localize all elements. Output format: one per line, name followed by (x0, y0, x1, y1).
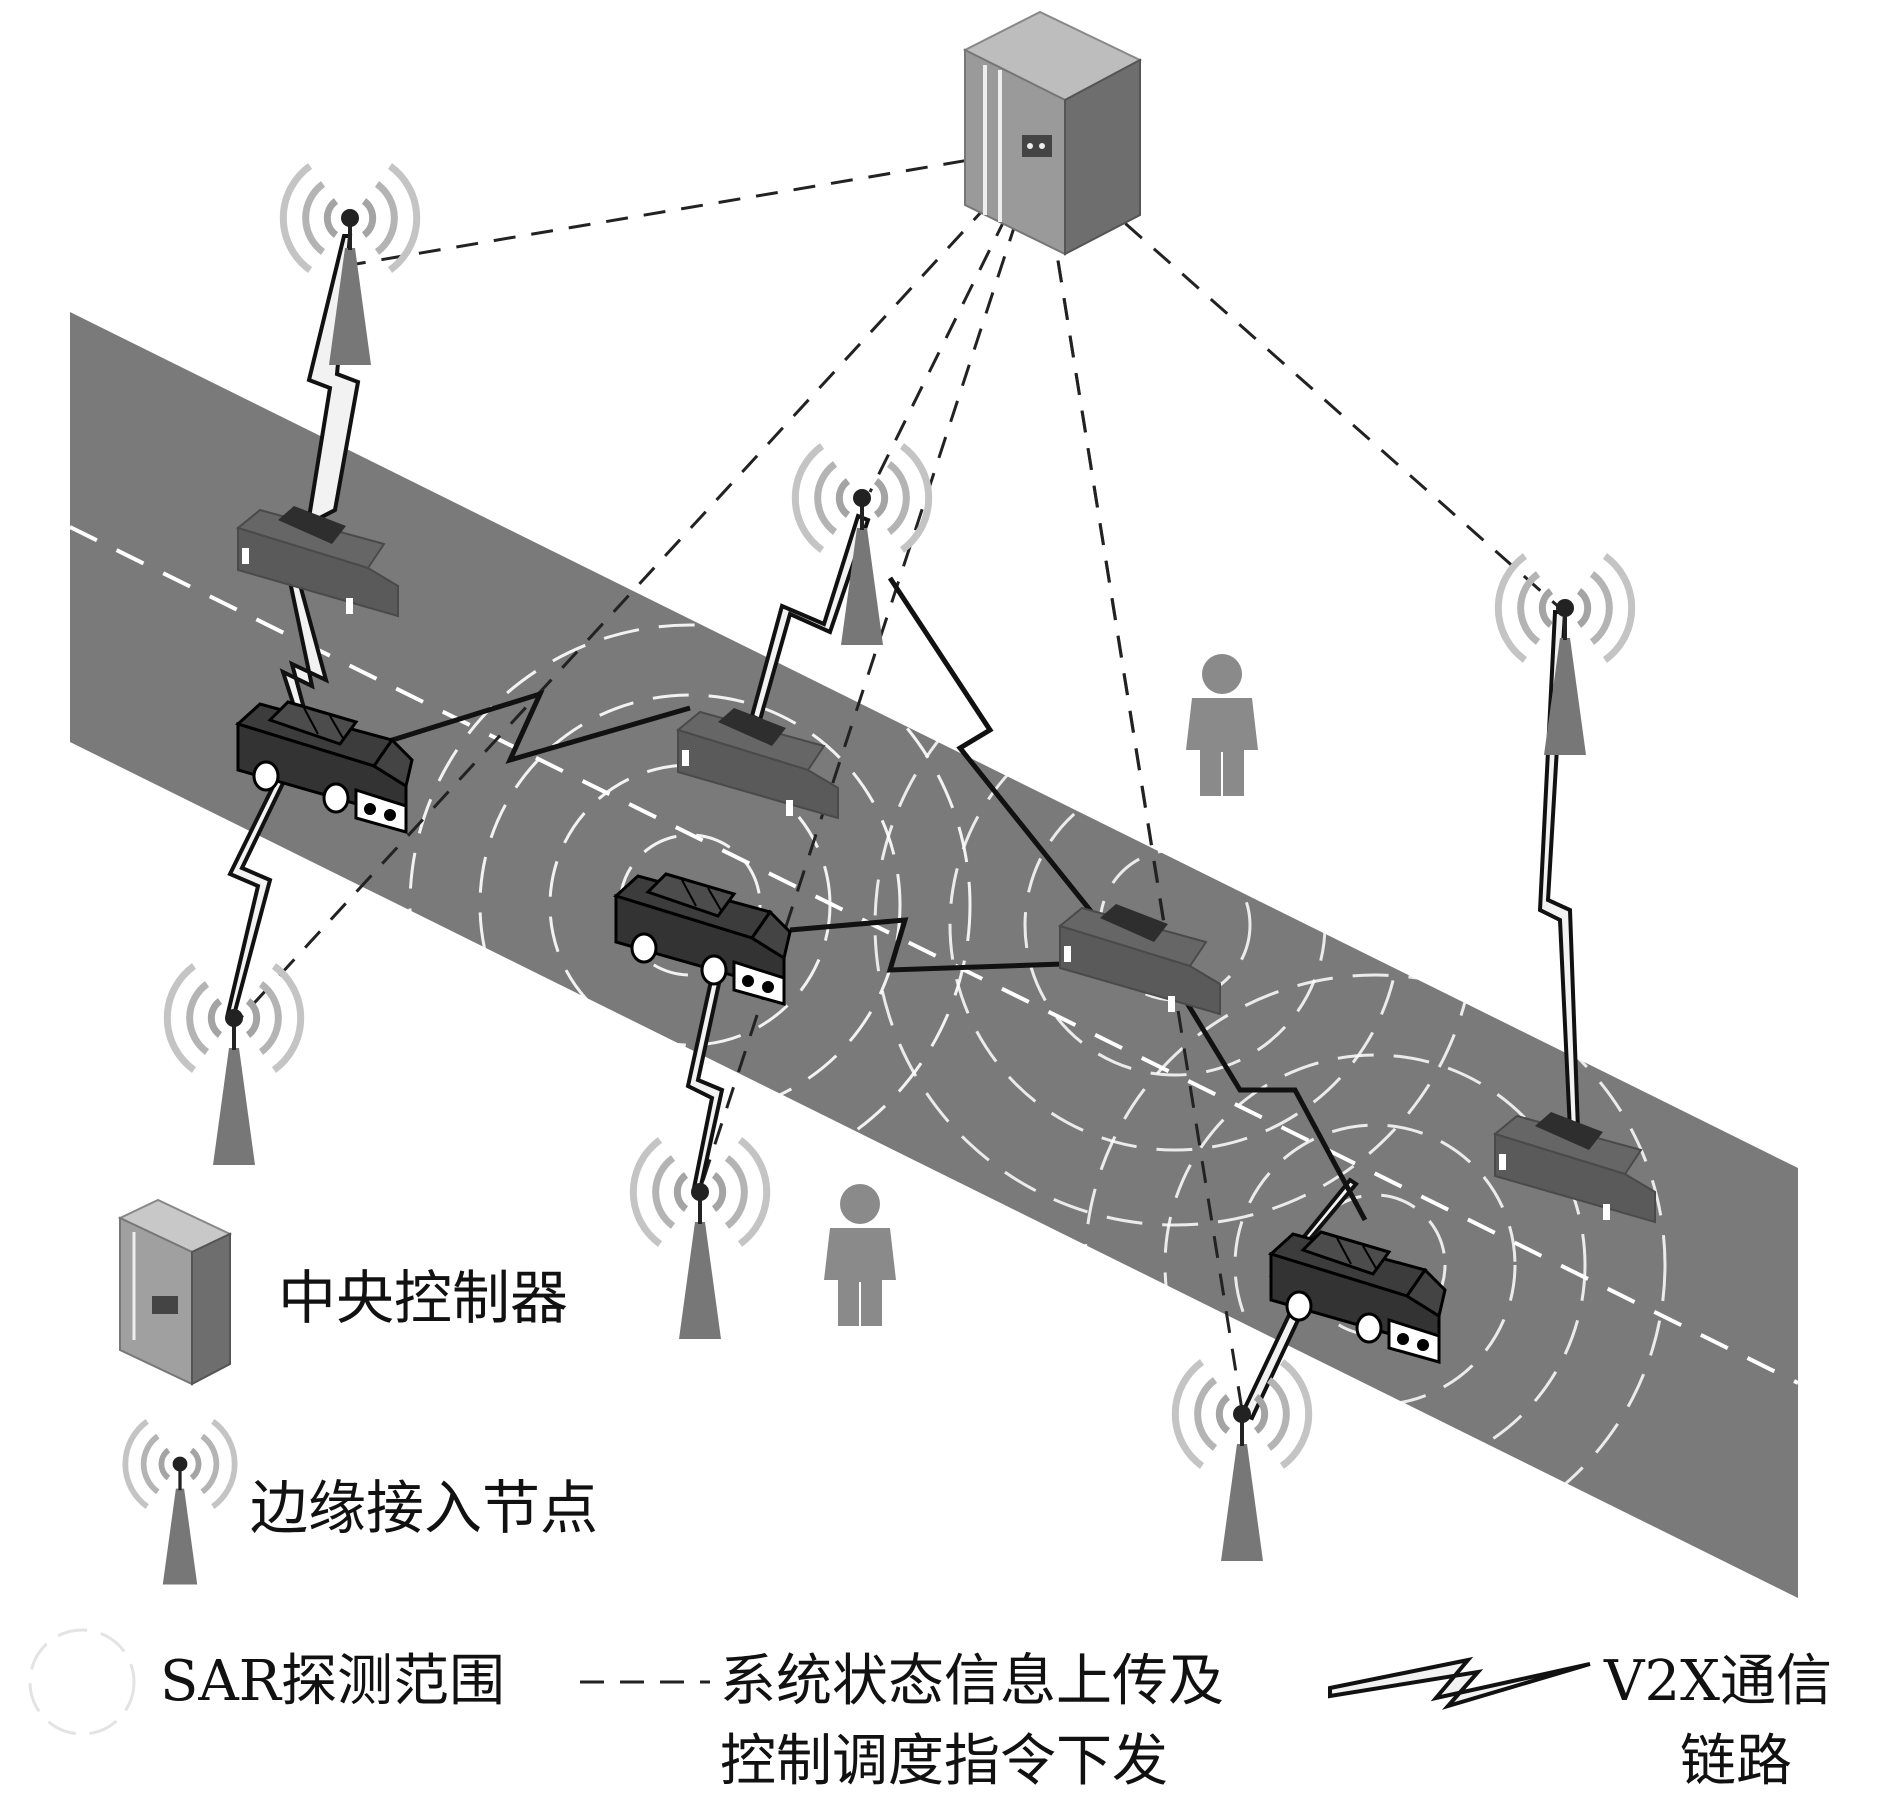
legend: 中央控制器 边缘接入节点 SAR探测范围 系统状态信息上传及 控制调度指令下发 … (28, 1198, 1832, 1794)
legend-edge-node-icon (125, 1421, 234, 1584)
central-controller-icon (962, 10, 1143, 256)
sar-range-left (408, 623, 972, 1187)
road-centerline (69, 525, 1799, 1385)
legend-v2x-icon (1328, 1656, 1591, 1710)
edge-node-tower-6 (1175, 1362, 1308, 1561)
legend-status-label-line2: 控制调度指令下发 (720, 1729, 1168, 1794)
control-links (232, 146, 1561, 1411)
sar-range-middle (873, 623, 1477, 1227)
legend-controller-label: 中央控制器 (278, 1264, 568, 1332)
legend-sar-icon (28, 1628, 136, 1736)
v2x-links-straight (385, 576, 1368, 1222)
legend-v2x-label-line2: 链路 (1680, 1729, 1792, 1794)
edge-node-tower-1 (283, 166, 416, 365)
sar-range-right (1083, 973, 1667, 1557)
legend-sar-label: SAR探测范围 (160, 1649, 505, 1714)
legend-status-label-line1: 系统状态信息上传及 (720, 1649, 1224, 1714)
legend-v2x-label-line1: V2X通信 (1603, 1649, 1832, 1714)
edge-node-tower-3 (1498, 556, 1631, 755)
legend-controller-icon (117, 1198, 233, 1386)
pedestrian-1 (1185, 653, 1259, 797)
edge-node-tower-2 (795, 446, 928, 645)
pedestrian-2 (823, 1183, 897, 1327)
legend-edge-node-label: 边缘接入节点 (250, 1474, 598, 1542)
